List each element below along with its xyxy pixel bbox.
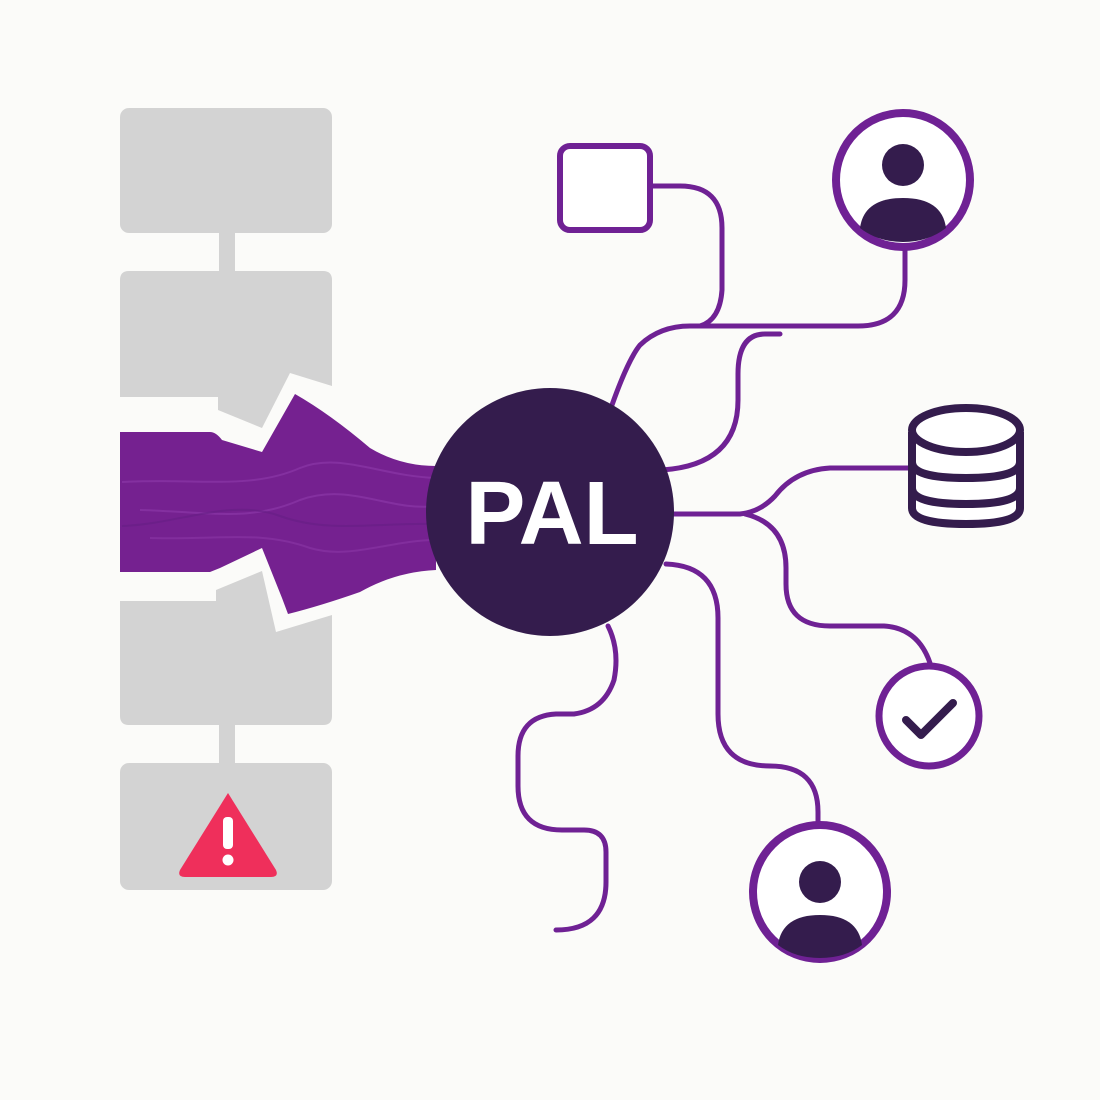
square-icon bbox=[557, 143, 653, 233]
database-icon bbox=[908, 404, 1024, 528]
check-node[interactable] bbox=[875, 662, 983, 770]
pal-hub[interactable]: PAL bbox=[426, 388, 674, 636]
connector-database bbox=[667, 465, 911, 517]
connector-mid-upper bbox=[659, 331, 783, 473]
legacy-block-1 bbox=[120, 108, 332, 233]
legacy-block-2 bbox=[120, 271, 332, 428]
user-icon bbox=[860, 144, 946, 242]
connector-lines bbox=[515, 183, 933, 933]
legacy-block-3 bbox=[120, 571, 332, 725]
user-node-top[interactable] bbox=[832, 109, 974, 251]
legacy-connector-top bbox=[219, 230, 235, 276]
connector-user-bottom bbox=[663, 561, 821, 829]
legacy-stack bbox=[120, 108, 332, 890]
hub-label: PAL bbox=[465, 464, 638, 564]
connector-dangling bbox=[515, 623, 619, 933]
warning-triangle-icon bbox=[179, 793, 277, 877]
connector-user-top bbox=[697, 240, 908, 329]
connector-check bbox=[742, 511, 933, 666]
square-node[interactable] bbox=[557, 143, 653, 233]
legacy-connector-bottom bbox=[219, 720, 235, 768]
user-node-bottom[interactable] bbox=[749, 821, 891, 963]
user-icon bbox=[778, 861, 862, 958]
data-flow-band bbox=[120, 394, 437, 614]
check-icon bbox=[902, 699, 957, 739]
database-node[interactable] bbox=[908, 404, 1024, 528]
